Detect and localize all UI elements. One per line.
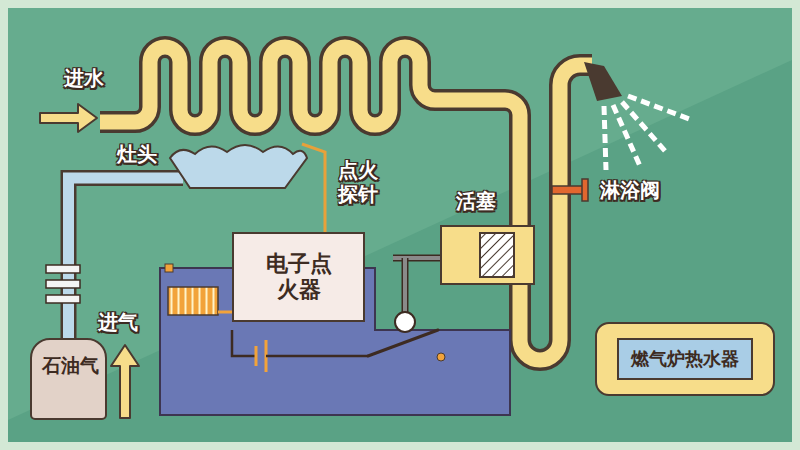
part-label: 活塞: [456, 189, 496, 213]
bottle-neck: [46, 265, 80, 303]
burner-bowl: [170, 145, 307, 188]
ground: [8, 8, 792, 442]
part-label: 进气: [98, 310, 138, 334]
wire: [266, 355, 368, 358]
valve-handle: [582, 179, 588, 201]
burner-outline: [165, 130, 310, 192]
shower-valve: [552, 186, 584, 194]
solenoid-coil: [168, 287, 218, 315]
neck-ring: [46, 295, 80, 303]
spray-line: [613, 105, 640, 166]
wire: [232, 330, 256, 356]
switch-contact: [437, 353, 445, 361]
inlet-arrow: [40, 104, 97, 132]
igniter-box: 电子点火器: [232, 232, 365, 322]
water-pipe: [100, 47, 592, 360]
piston-head: [480, 233, 514, 277]
push-rod: [403, 258, 407, 313]
gas-bottle: 石油气: [30, 338, 107, 420]
rod-outline: [402, 258, 409, 313]
neck-ring: [46, 280, 80, 288]
battery-plate: [255, 346, 258, 366]
water-pipe-outline: [100, 47, 592, 360]
rod-outline: [393, 255, 442, 262]
spray-line: [604, 106, 606, 170]
pivot: [395, 312, 415, 332]
node-text: 燃气炉热水器: [617, 338, 753, 380]
part-label: 点火探针: [338, 158, 379, 206]
valve-terminal: [165, 264, 173, 272]
node-text: 石油气: [42, 354, 99, 376]
shower-head: [584, 62, 622, 101]
coil-wire: [218, 311, 232, 314]
part-label: 淋浴阀: [600, 178, 660, 202]
piston-inner: [442, 227, 533, 283]
piston-rod: [393, 256, 442, 260]
piston-cylinder: 活塞: [440, 225, 535, 285]
switch-lever: [368, 330, 438, 356]
ground-light: [8, 8, 792, 420]
heater-panel: 燃气炉热水器: [595, 322, 775, 396]
burner-head: 灶头: [165, 130, 310, 192]
water-spray: [604, 96, 692, 170]
gas-arrow: [111, 345, 139, 418]
node-text: 电子点火器: [264, 251, 332, 304]
part-label: 灶头: [117, 142, 157, 166]
part-label: 进水: [64, 66, 104, 90]
neck-ring: [46, 265, 80, 273]
